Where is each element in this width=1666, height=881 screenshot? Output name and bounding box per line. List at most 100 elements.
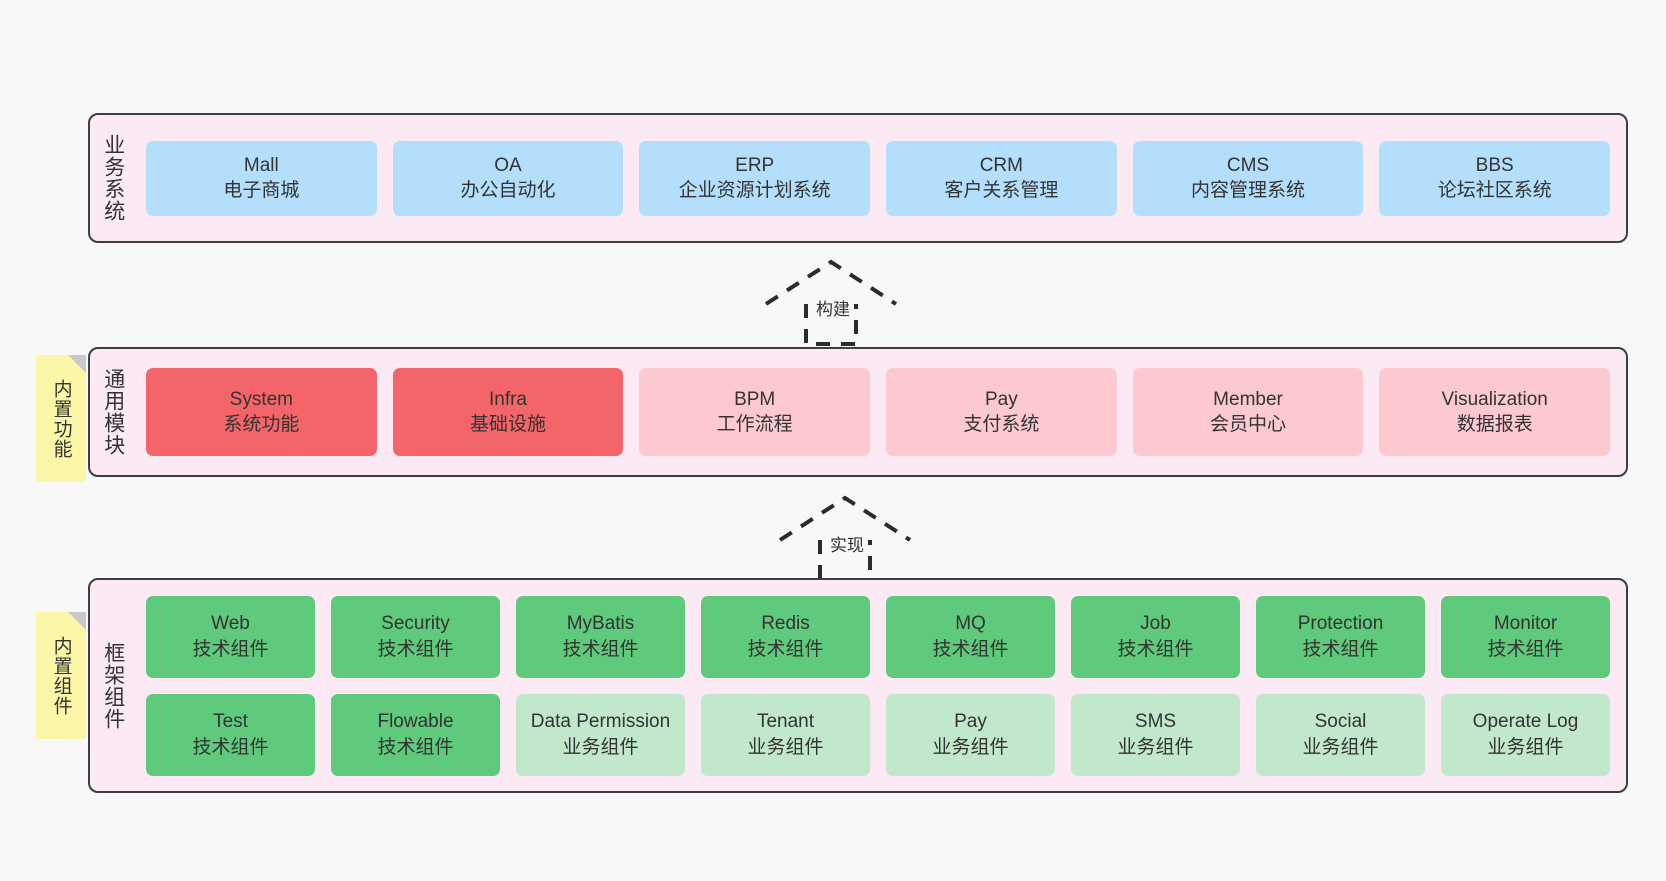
card-test[interactable]: Test 技术组件 — [146, 693, 315, 776]
card-tenant[interactable]: Tenant 业务组件 — [701, 693, 870, 776]
card-subtitle: 技术组件 — [1117, 638, 1194, 660]
card-subtitle: 技术组件 — [192, 736, 269, 758]
card-subtitle: 业务组件 — [1117, 736, 1194, 758]
card-visualization[interactable]: Visualization 数据报表 — [1379, 368, 1611, 456]
card-crm[interactable]: CRM 客户关系管理 — [886, 140, 1117, 216]
card-bpm[interactable]: BPM 工作流程 — [639, 368, 871, 456]
card-redis[interactable]: Redis 技术组件 — [701, 595, 870, 678]
card-title: Infra — [488, 388, 528, 410]
card-title: Web — [211, 613, 250, 635]
card-title: Tenant — [756, 711, 815, 733]
arrow-label-implement: 实现 — [828, 531, 866, 556]
card-subtitle: 客户关系管理 — [944, 180, 1059, 201]
arrow-implement: 实现 — [770, 492, 920, 582]
card-mall[interactable]: Mall 电子商城 — [146, 140, 377, 216]
card-subtitle: 技术组件 — [562, 638, 639, 660]
card-title: SMS — [1134, 711, 1177, 733]
card-social[interactable]: Social 业务组件 — [1256, 693, 1425, 776]
card-title: Protection — [1297, 613, 1384, 635]
card-operate-log[interactable]: Operate Log 业务组件 — [1441, 693, 1610, 776]
card-subtitle: 技术组件 — [1302, 638, 1379, 660]
card-title: Pay — [954, 711, 987, 733]
card-security[interactable]: Security 技术组件 — [331, 595, 500, 678]
card-subtitle: 技术组件 — [377, 736, 454, 758]
arrow-build: 构建 — [756, 256, 906, 346]
card-title: BBS — [1475, 154, 1514, 176]
card-cms[interactable]: CMS 内容管理系统 — [1132, 140, 1364, 216]
card-subtitle: 数据报表 — [1456, 414, 1533, 435]
card-subtitle: 技术组件 — [932, 638, 1009, 660]
card-mq[interactable]: MQ 技术组件 — [886, 595, 1055, 678]
card-flowable[interactable]: Flowable 技术组件 — [331, 693, 500, 776]
card-row: Mall 电子商城 OA 办公自动化 ERP 企业资源计划系统 CRM 客户关系… — [146, 140, 1611, 216]
layer-title-common-modules: 通用模块 — [101, 368, 125, 456]
card-subtitle: 业务组件 — [562, 736, 639, 758]
card-erp[interactable]: ERP 企业资源计划系统 — [639, 140, 871, 216]
card-bbs[interactable]: BBS 论坛社区系统 — [1379, 140, 1611, 216]
card-subtitle: 工作流程 — [716, 414, 793, 435]
card-title: System — [229, 388, 294, 410]
card-subtitle: 企业资源计划系统 — [678, 180, 831, 201]
layer-body-common-modules: System 系统功能 Infra 基础设施 BPM 工作流程 Pay 支付系统… — [136, 349, 1626, 475]
card-title: Security — [381, 613, 450, 635]
card-title: Redis — [761, 613, 810, 635]
card-job[interactable]: Job 技术组件 — [1071, 595, 1240, 678]
card-subtitle: 业务组件 — [932, 736, 1009, 758]
card-mybatis[interactable]: MyBatis 技术组件 — [516, 595, 685, 678]
arrow-shaft-implement — [818, 540, 872, 582]
card-row: System 系统功能 Infra 基础设施 BPM 工作流程 Pay 支付系统… — [146, 368, 1611, 456]
note-builtin-features: 内置功能 — [36, 355, 86, 482]
card-subtitle: 办公自动化 — [460, 180, 556, 201]
card-title: MyBatis — [566, 613, 635, 635]
card-oa[interactable]: OA 办公自动化 — [392, 140, 624, 216]
card-title: Mall — [243, 154, 279, 176]
card-title: ERP — [735, 154, 775, 176]
card-subtitle: 技术组件 — [747, 638, 824, 660]
card-title: Pay — [984, 388, 1018, 410]
note-label: 内置组件 — [50, 635, 72, 716]
layer-body-business-systems: Mall 电子商城 OA 办公自动化 ERP 企业资源计划系统 CRM 客户关系… — [136, 115, 1626, 241]
card-monitor[interactable]: Monitor 技术组件 — [1441, 595, 1610, 678]
card-protection[interactable]: Protection 技术组件 — [1256, 595, 1425, 678]
card-subtitle: 内容管理系统 — [1191, 180, 1306, 201]
card-title: MQ — [955, 613, 986, 635]
card-title: Operate Log — [1472, 711, 1579, 733]
card-system[interactable]: System 系统功能 — [146, 368, 377, 456]
card-subtitle: 会员中心 — [1210, 414, 1287, 435]
card-title: Data Permission — [530, 711, 671, 733]
card-title: Flowable — [377, 711, 454, 733]
card-title: OA — [494, 154, 522, 176]
card-sms[interactable]: SMS 业务组件 — [1071, 693, 1240, 776]
arrow-shaft-build — [804, 304, 858, 346]
note-label: 内置功能 — [50, 378, 72, 459]
card-subtitle: 技术组件 — [377, 638, 454, 660]
card-subtitle: 业务组件 — [747, 736, 824, 758]
card-title: Member — [1213, 388, 1283, 410]
card-subtitle: 支付系统 — [963, 414, 1040, 435]
card-web[interactable]: Web 技术组件 — [146, 595, 315, 678]
card-title: Visualization — [1441, 388, 1548, 410]
note-fold-corner-icon — [68, 612, 86, 630]
card-title: BPM — [734, 388, 776, 410]
card-pay[interactable]: Pay 支付系统 — [886, 368, 1117, 456]
card-subtitle: 电子商城 — [223, 180, 300, 201]
card-infra[interactable]: Infra 基础设施 — [392, 368, 624, 456]
arrow-head-implement — [778, 495, 912, 542]
layer-common-modules: 通用模块 System 系统功能 Infra 基础设施 BPM 工作流程 Pay… — [88, 347, 1628, 477]
card-data-permission[interactable]: Data Permission 业务组件 — [516, 693, 685, 776]
layer-framework-components: 框架组件 Web 技术组件 Security 技术组件 MyBatis 技术组件… — [88, 578, 1628, 793]
layer-title-framework-components: 框架组件 — [101, 641, 125, 730]
card-row: Web 技术组件 Security 技术组件 MyBatis 技术组件 Redi… — [146, 595, 1610, 678]
card-subtitle: 业务组件 — [1487, 736, 1564, 758]
card-pay-component[interactable]: Pay 业务组件 — [886, 693, 1055, 776]
card-title: Job — [1140, 613, 1171, 635]
arrow-head-build — [764, 259, 898, 306]
card-member[interactable]: Member 会员中心 — [1132, 368, 1364, 456]
card-subtitle: 业务组件 — [1302, 736, 1379, 758]
arrow-label-build: 构建 — [814, 295, 852, 320]
card-title: CRM — [979, 154, 1023, 176]
card-subtitle: 基础设施 — [470, 414, 547, 435]
layer-business-systems: 业务系统 Mall 电子商城 OA 办公自动化 ERP 企业资源计划系统 CRM… — [88, 113, 1628, 243]
card-title: Test — [213, 711, 248, 733]
note-builtin-components: 内置组件 — [36, 612, 86, 739]
